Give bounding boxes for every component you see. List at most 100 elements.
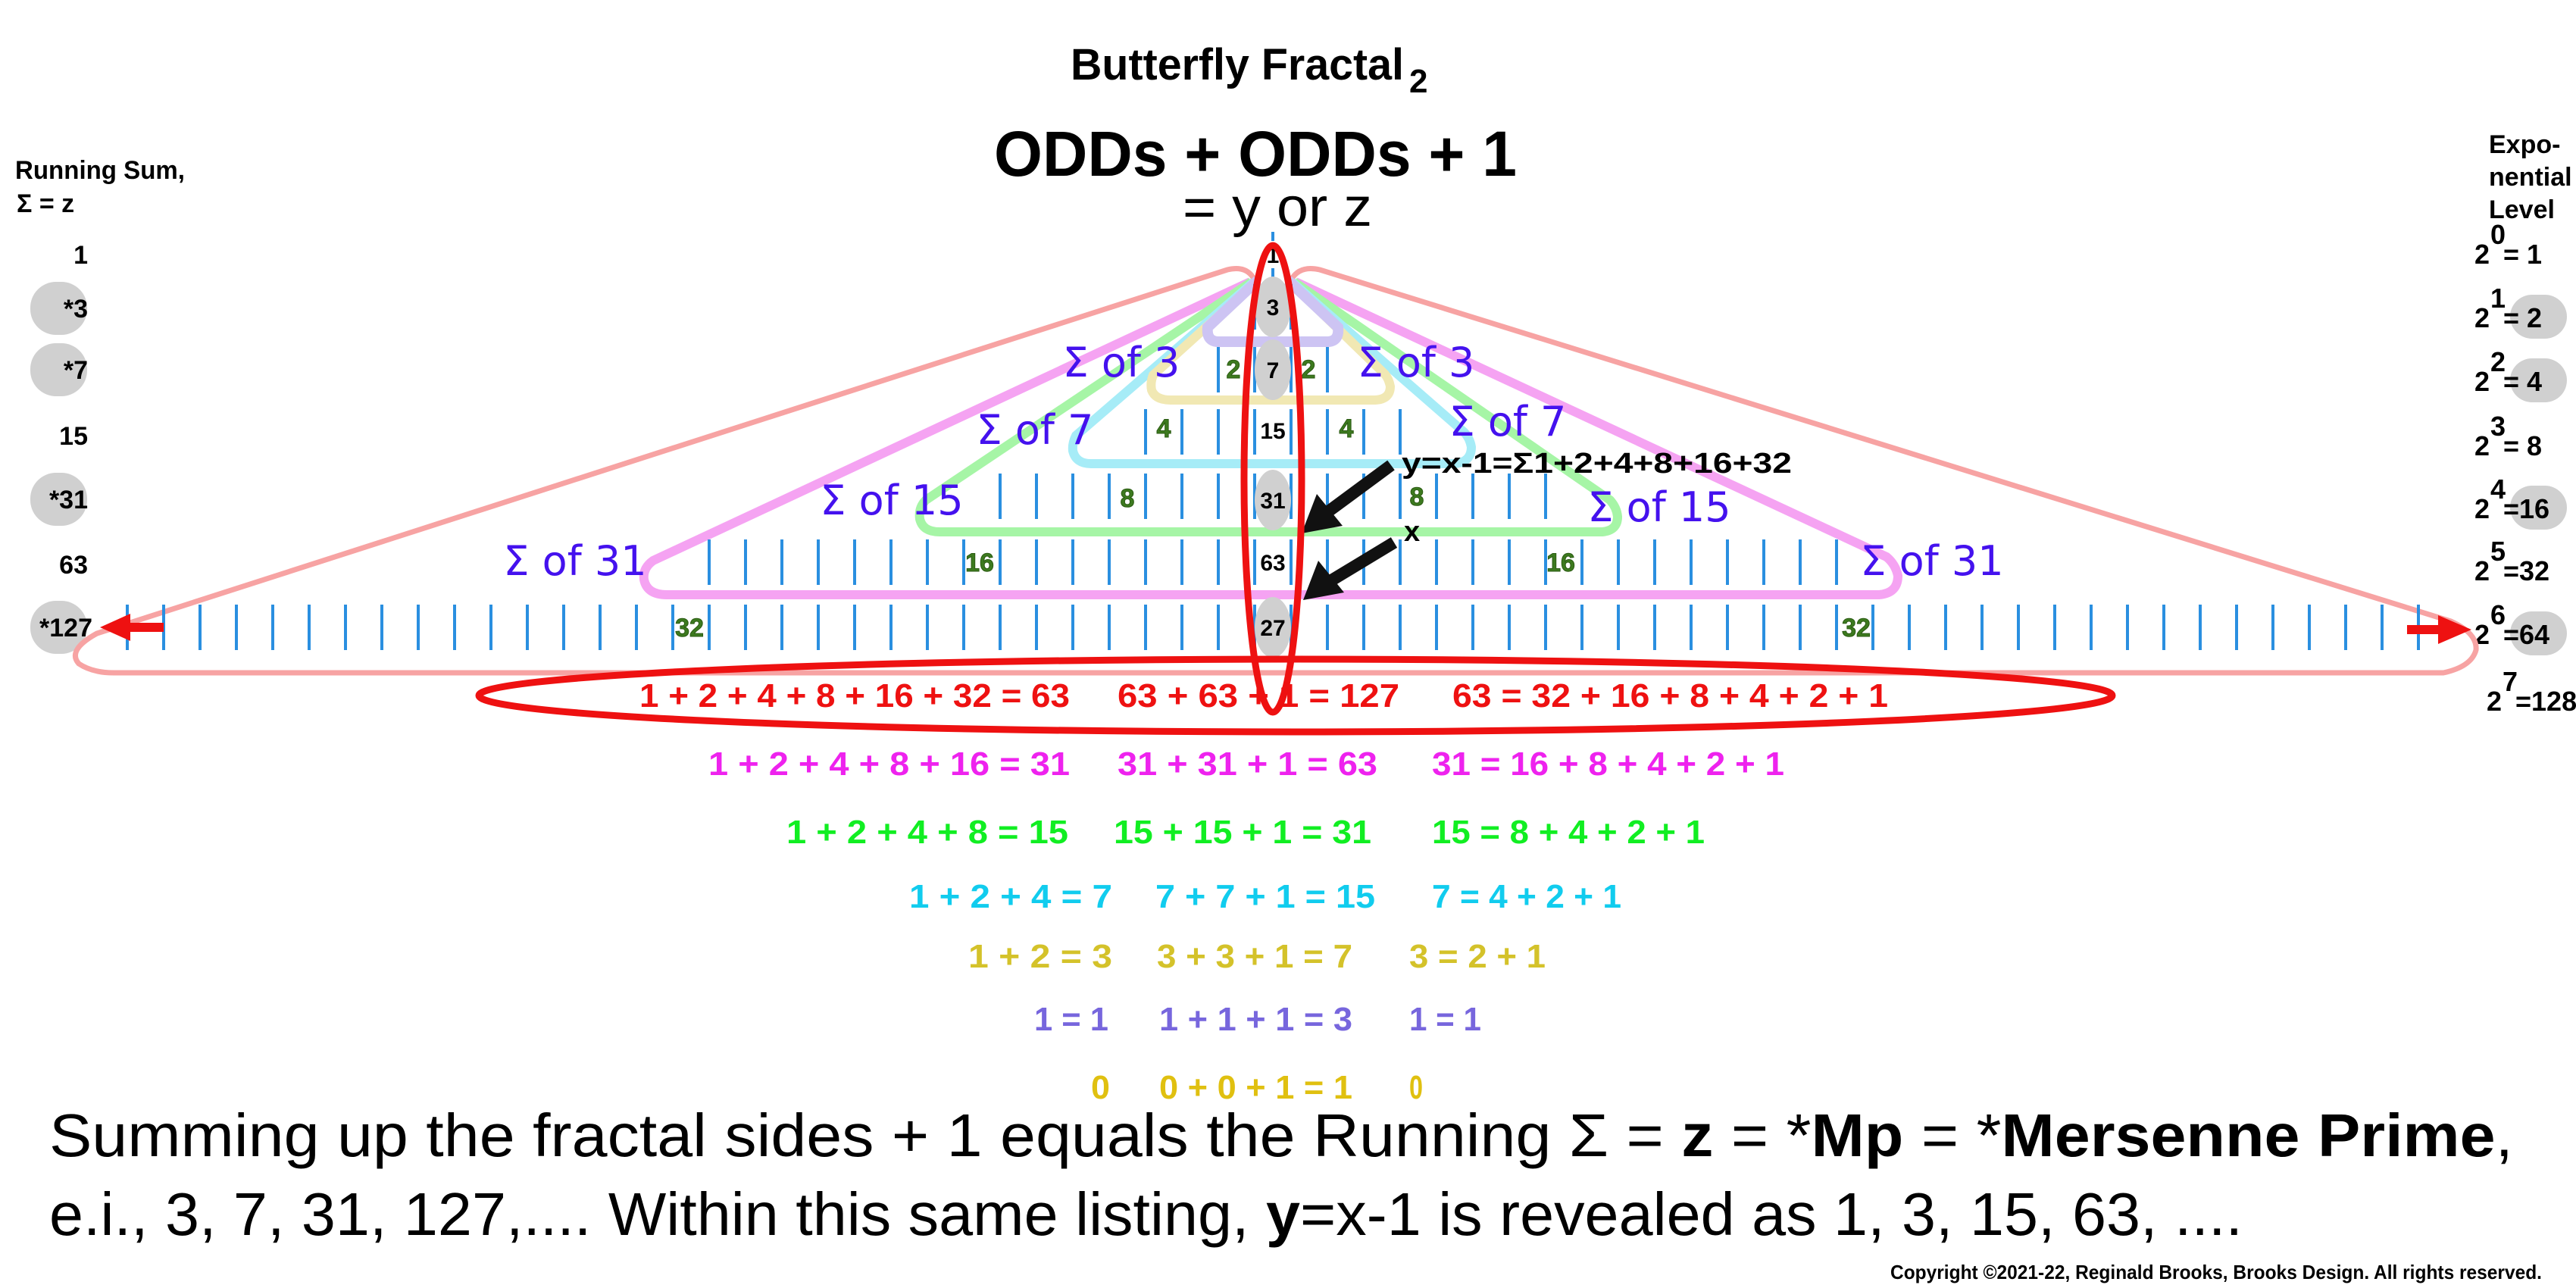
exponent-base: 2 [2474, 619, 2490, 650]
level-4-outline [914, 278, 1623, 536]
equation-left: 1 + 2 + 4 + 8 = 15 [786, 814, 1068, 851]
center-value: 27 [1260, 616, 1285, 641]
sigma-z-heading: Σ = z [17, 189, 74, 218]
exponent-value: =32 [2503, 555, 2549, 586]
equation-left: 1 + 2 + 4 + 8 + 16 + 32 = 63 [639, 677, 1070, 714]
equation-left: 1 + 2 = 3 [968, 938, 1112, 975]
equation-left: 1 + 2 + 4 = 7 [909, 878, 1112, 915]
equation-mid: 31 + 31 + 1 = 63 [1118, 746, 1377, 783]
exponent-value: =128 [2515, 686, 2576, 717]
running-sum-list: 1 *3 *7 15 *31 63 *127 [30, 241, 92, 654]
subtitle-y-or-z: = y or z [1183, 177, 1372, 238]
exponent-value: =64 [2503, 619, 2549, 650]
running-sum-value: *127 [39, 614, 92, 642]
exponent-power: 1 [2490, 283, 2506, 314]
exponential-heading-1: Expo- [2489, 130, 2560, 159]
exponent-value: = 1 [2503, 239, 2542, 270]
exponent-highlight [2510, 611, 2567, 655]
sigma-of-3-left: Σ of 3 [1063, 339, 1180, 386]
exponent-power: 6 [2490, 599, 2506, 630]
arrow-y-icon [1302, 460, 1395, 533]
exponent-highlight [2510, 486, 2567, 530]
exponent-power: 3 [2490, 411, 2506, 442]
count-4-right: 4 [1340, 414, 1354, 443]
center-highlight-oval [1255, 470, 1291, 530]
exponent-value: = 2 [2503, 302, 2542, 333]
equation-left: 0 [1091, 1069, 1110, 1106]
running-sum-value: 15 [59, 422, 88, 451]
sigma-of-3-right: Σ of 3 [1358, 339, 1475, 386]
equation-right: 7 = 4 + 2 + 1 [1432, 878, 1621, 915]
left-arrow-icon [100, 614, 164, 641]
equation-left: 1 + 2 + 4 + 8 + 16 = 31 [708, 746, 1070, 783]
equation-mid: 1 + 1 + 1 = 3 [1159, 1001, 1352, 1038]
equation-mid: 15 + 15 + 1 = 31 [1114, 814, 1371, 851]
exponent-power: 0 [2490, 219, 2506, 250]
running-sum-value: *7 [64, 356, 88, 385]
exponent-power: 5 [2490, 536, 2506, 567]
equation-right: 1 = 1 [1409, 1001, 1481, 1038]
count-32-right: 32 [1842, 614, 1871, 642]
equation-mid: 0 + 0 + 1 = 1 [1159, 1069, 1352, 1106]
center-value: 15 [1260, 419, 1285, 444]
count-8-right: 8 [1410, 483, 1424, 511]
equation-mid: 63 + 63 + 1 = 127 [1118, 677, 1399, 714]
exponential-heading-3: Level [2489, 195, 2555, 224]
arrow-x-icon [1303, 537, 1398, 600]
equation-row-highlight [475, 655, 2116, 736]
equation-right: 63 = 32 + 16 + 8 + 4 + 2 + 1 [1452, 677, 1888, 714]
exponent-base: 2 [2474, 239, 2490, 270]
center-backdrop [1259, 417, 1286, 444]
level-6-outline [73, 266, 2479, 676]
running-sum-value: *31 [49, 486, 88, 514]
subtitle-odds: ODDs + ODDs + 1 [994, 118, 1517, 189]
exponent-base: 2 [2487, 686, 2502, 717]
count-32-left: 32 [675, 614, 704, 642]
level-3-outline [1068, 278, 1477, 468]
title-subscript: 2 [1409, 63, 1427, 100]
sigma-of-7-left: Σ of 7 [977, 406, 1094, 454]
equation-rows: 1 + 2 + 4 + 8 + 16 + 32 = 63 63 + 63 + 1 … [639, 677, 1888, 1106]
running-sum-heading: Running Sum, [15, 156, 185, 185]
sigma-of-7-right: Σ of 7 [1449, 398, 1567, 445]
center-value: 31 [1260, 489, 1285, 514]
count-16-right: 16 [1546, 549, 1575, 577]
exponential-level-list: 20= 121= 222= 423= 824=1625=3226=6427=12… [2474, 219, 2576, 717]
copyright: Copyright ©2021-22, Reginald Brooks, Bro… [1890, 1261, 2542, 1283]
running-sum-highlight [30, 343, 87, 396]
running-sum-highlight [30, 282, 87, 335]
footer-line-2: e.i., 3, 7, 31, 127,.... Within this sam… [49, 1180, 2243, 1248]
right-arrow-icon [2407, 615, 2471, 644]
exponential-heading-2: nential [2489, 163, 2572, 192]
title: Butterfly Fractal [1071, 40, 1404, 89]
running-sum-value: 1 [73, 241, 88, 270]
running-sum-value: *3 [64, 295, 88, 324]
running-sum-highlight [30, 473, 87, 526]
count-2-right: 2 [1302, 355, 1316, 384]
exponent-value: =16 [2503, 493, 2549, 524]
exponent-value: = 4 [2503, 366, 2542, 397]
center-column-highlight [1240, 242, 1305, 716]
center-value: 7 [1267, 358, 1280, 383]
count-4-left: 4 [1157, 414, 1171, 443]
equation-mid: 3 + 3 + 1 = 7 [1157, 938, 1352, 975]
center-backdrop [1259, 549, 1286, 576]
exponent-highlight [2510, 295, 2567, 339]
exponent-power: 7 [2503, 666, 2518, 697]
exponent-value: = 8 [2503, 430, 2542, 461]
center-highlight-oval [1255, 339, 1291, 400]
exponent-base: 2 [2474, 302, 2490, 333]
footer-line-1: Summing up the fractal sides + 1 equals … [49, 1102, 2513, 1169]
x-annotation: x [1404, 516, 1420, 548]
sigma-of-31-right: Σ of 31 [1860, 537, 2003, 585]
count-2-left: 2 [1227, 355, 1241, 384]
running-sum-value: 63 [59, 551, 88, 580]
sigma-of-15-left: Σ of 15 [820, 477, 963, 524]
tick-rows [126, 232, 2420, 650]
level-5-outline [639, 277, 1903, 599]
exponent-power: 2 [2490, 346, 2506, 377]
count-16-left: 16 [965, 549, 994, 577]
running-sum-highlight [30, 601, 87, 654]
center-highlight-oval [1255, 597, 1291, 658]
